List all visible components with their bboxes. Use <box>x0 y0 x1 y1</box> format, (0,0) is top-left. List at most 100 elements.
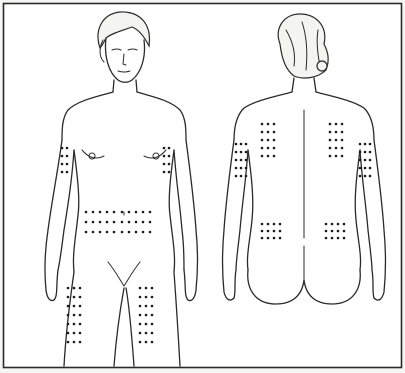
injection-dot <box>267 131 270 134</box>
injection-dot <box>139 323 142 326</box>
injection-dot <box>341 155 344 158</box>
injection-dot <box>343 223 346 226</box>
injection-dot <box>235 167 238 170</box>
injection-dot <box>267 155 270 158</box>
injection-dot <box>261 139 264 142</box>
injection-dot <box>240 143 243 146</box>
injection-dot <box>279 230 282 233</box>
injection-dot <box>66 155 69 158</box>
injection-dot <box>151 332 154 335</box>
injection-dot <box>61 147 64 150</box>
injection-dot <box>151 287 154 290</box>
injection-dot <box>106 211 109 214</box>
injection-dot <box>145 332 148 335</box>
injection-dot <box>341 147 344 150</box>
injection-dot <box>331 237 334 240</box>
injection-dot <box>329 139 332 142</box>
injection-dot <box>273 139 276 142</box>
injection-dot <box>67 305 70 308</box>
injection-dot <box>61 155 64 158</box>
injection-dot <box>273 123 276 126</box>
injection-dot <box>335 123 338 126</box>
injection-dot <box>235 151 238 154</box>
injection-dot <box>335 139 338 142</box>
injection-dot <box>267 147 270 150</box>
injection-dot <box>337 223 340 226</box>
injection-dot <box>145 287 148 290</box>
injection-dot <box>163 163 166 166</box>
injection-dot <box>240 151 243 154</box>
injection-dot <box>240 159 243 162</box>
injection-dot <box>135 211 138 214</box>
injection-dot <box>235 143 238 146</box>
injection-dot <box>67 341 70 344</box>
injection-dot <box>337 237 340 240</box>
injection-dot <box>106 221 109 224</box>
injection-dot <box>79 323 82 326</box>
injection-dot <box>267 237 270 240</box>
injection-dot <box>329 123 332 126</box>
injection-dot <box>128 211 131 214</box>
injection-dot <box>149 211 152 214</box>
injection-dot <box>261 237 264 240</box>
injection-dot <box>73 341 76 344</box>
injection-dot <box>369 151 372 154</box>
injection-dot <box>85 221 88 224</box>
injection-dot <box>329 147 332 150</box>
injection-dot <box>369 159 372 162</box>
injection-dot <box>99 221 102 224</box>
injection-dot <box>279 237 282 240</box>
injection-dot <box>267 139 270 142</box>
injection-dot <box>85 231 88 234</box>
injection-dot <box>273 230 276 233</box>
injection-dot <box>99 211 102 214</box>
injection-dot <box>341 123 344 126</box>
injection-dot <box>245 151 248 154</box>
injection-dot <box>151 296 154 299</box>
injection-dot <box>273 155 276 158</box>
injection-dot <box>364 143 367 146</box>
injection-dot <box>121 211 124 214</box>
injection-dot <box>67 296 70 299</box>
injection-dot <box>79 296 82 299</box>
injection-dot <box>168 171 171 174</box>
back-hair-bun <box>317 61 327 71</box>
injection-dot <box>168 147 171 150</box>
injection-dot <box>66 171 69 174</box>
injection-dot <box>273 223 276 226</box>
injection-dot <box>359 159 362 162</box>
injection-dot <box>73 296 76 299</box>
injection-dot <box>139 314 142 317</box>
injection-dot <box>273 147 276 150</box>
injection-dot <box>261 223 264 226</box>
injection-dot <box>240 167 243 170</box>
injection-dot <box>61 163 64 166</box>
injection-dot <box>369 175 372 178</box>
injection-dot <box>325 237 328 240</box>
injection-dot <box>92 221 95 224</box>
injection-dot <box>261 131 264 134</box>
injection-dot <box>163 155 166 158</box>
injection-dot <box>79 314 82 317</box>
injection-dot <box>245 175 248 178</box>
injection-dot <box>235 159 238 162</box>
injection-dot <box>369 143 372 146</box>
injection-dot <box>85 211 88 214</box>
injection-dot <box>113 221 116 224</box>
injection-dot <box>67 323 70 326</box>
injection-dot <box>145 305 148 308</box>
injection-dot <box>79 287 82 290</box>
injection-dot <box>359 167 362 170</box>
injection-dot <box>329 131 332 134</box>
injection-dot <box>142 211 145 214</box>
injection-dot <box>359 151 362 154</box>
injection-dot <box>67 332 70 335</box>
injection-dot <box>121 231 124 234</box>
injection-dot <box>113 211 116 214</box>
injection-dot <box>106 231 109 234</box>
injection-dot <box>245 167 248 170</box>
injection-dot <box>99 231 102 234</box>
injection-dot <box>261 155 264 158</box>
